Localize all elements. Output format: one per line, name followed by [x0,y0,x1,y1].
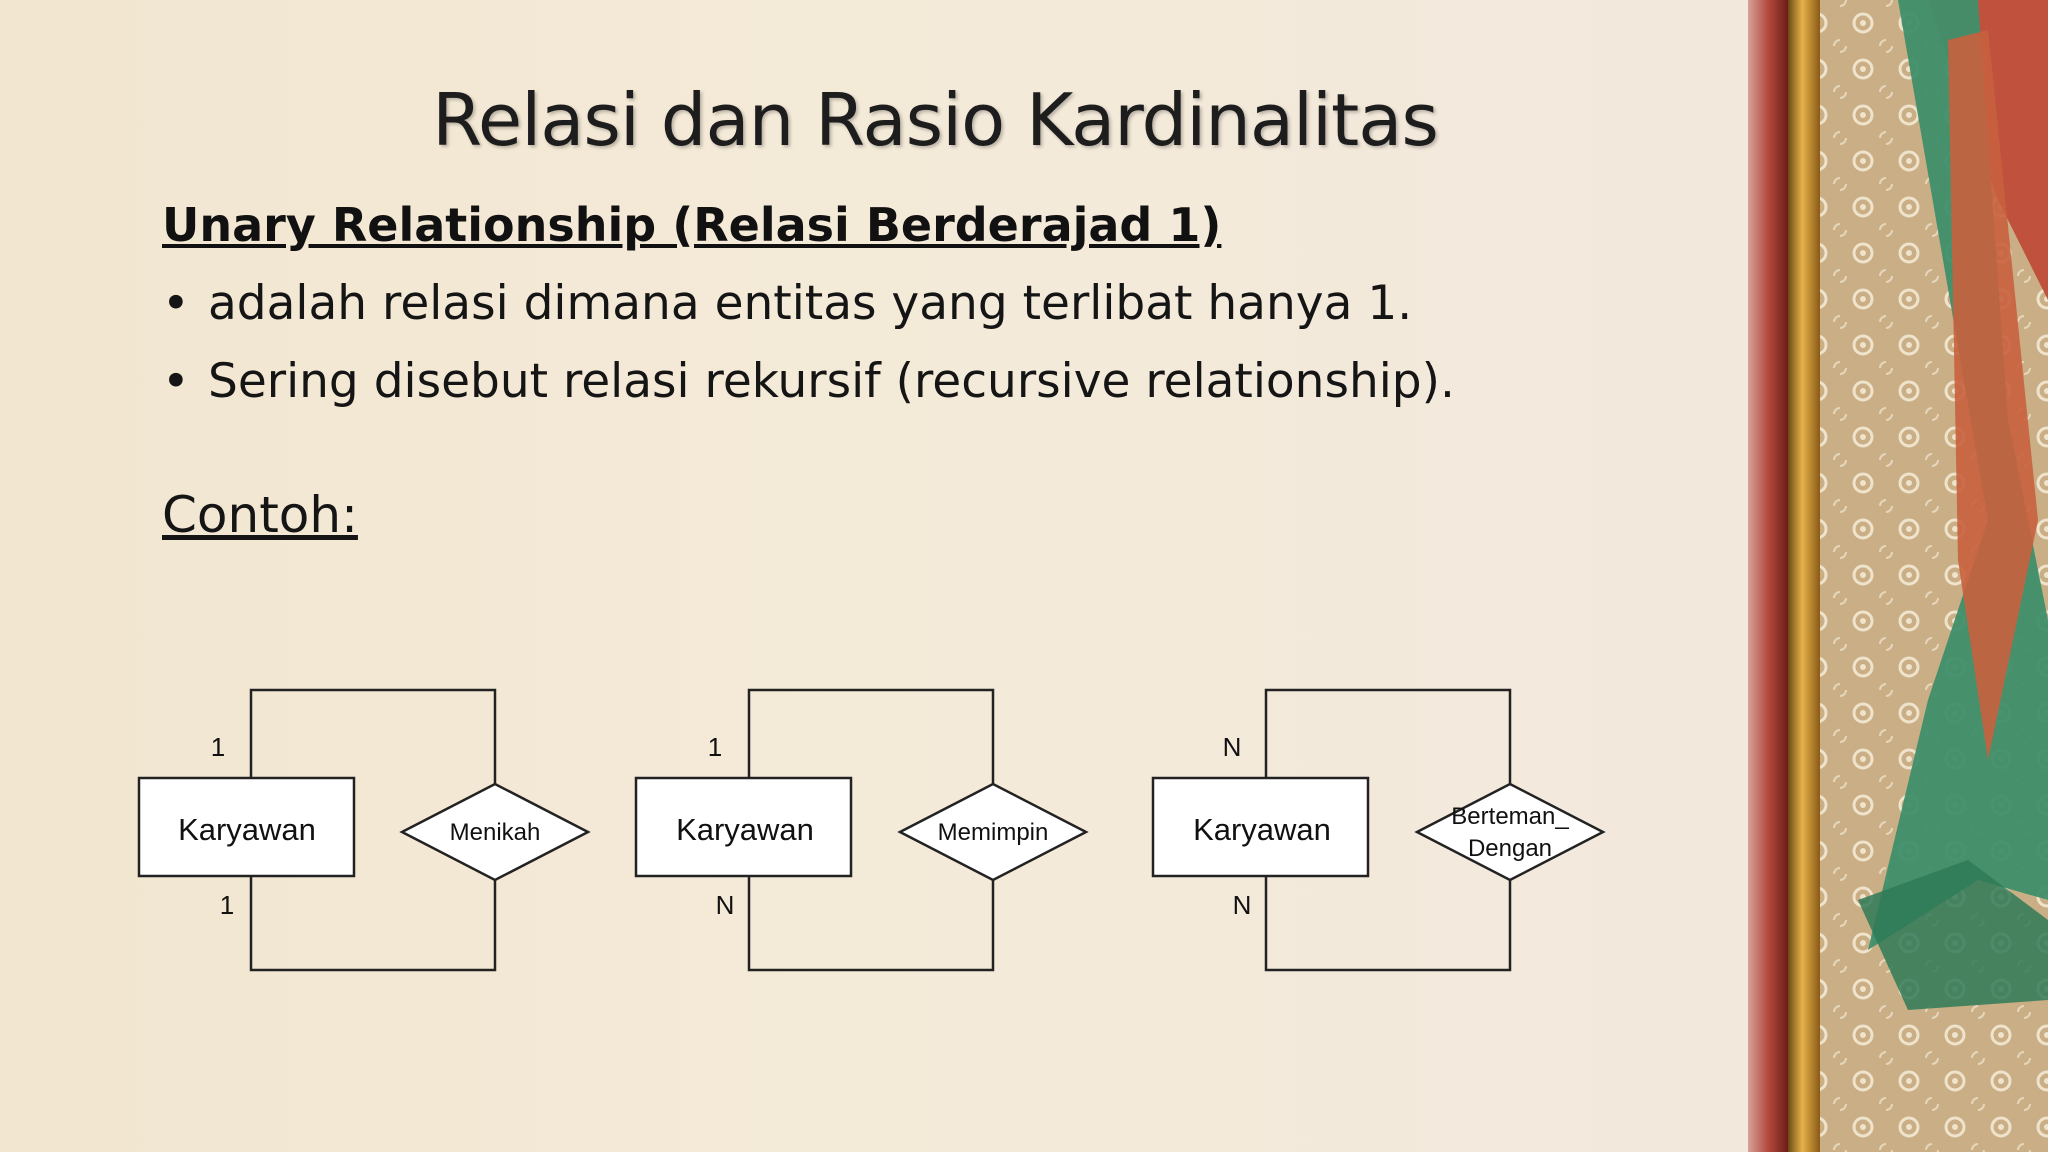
entity-box [1151,776,1370,878]
relationship-label: Menikah [450,819,541,846]
cardinality-bottom: N [1233,890,1252,920]
bullet-icon: • [162,276,190,331]
entity-label: Karyawan [676,812,814,847]
connector-line [747,688,995,784]
connector-line [747,876,995,972]
relationship-label-line: Dengan [1468,835,1552,862]
entity-label: Karyawan [178,812,316,847]
cardinality-bottom: 1 [220,890,234,920]
entity-box [634,776,853,878]
slide-title: Relasi dan Rasio Kardinalitas [432,78,1439,162]
connector-line [1264,688,1512,784]
decorative-border [1748,0,2048,1152]
cardinality-bottom: N [716,890,735,920]
bullet-item: • Sering disebut relasi rekursif (recursi… [162,354,1455,432]
relationship-diamond [399,782,591,882]
entity-label: Karyawan [1193,812,1331,847]
connector-line [249,876,497,972]
cardinality-top: N [1223,732,1242,762]
er-diagrams: Karyawan Menikah 1 1 Karyawan Memimpin 1… [137,688,1606,972]
relationship-diamond [897,782,1089,882]
section-heading: Unary Relationship (Relasi Berderajad 1) [162,198,1222,252]
entity-box [137,776,356,878]
bullet-item: • adalah relasi dimana entitas yang terli… [162,276,1455,354]
bullet-icon: • [162,354,190,409]
relationship-diamond [1414,782,1606,882]
relationship-label-line: Berteman_ [1451,803,1569,830]
bullet-text: Sering disebut relasi rekursif (recursiv… [208,354,1455,409]
example-label: Contoh: [162,486,358,544]
bullet-list: • adalah relasi dimana entitas yang terli… [162,276,1455,432]
relationship-label: Memimpin [938,819,1049,846]
bullet-text: adalah relasi dimana entitas yang terlib… [208,276,1413,331]
cardinality-top: 1 [211,732,225,762]
er-diagram-1 [137,688,591,972]
connector-line [249,688,497,784]
er-diagram-3 [1151,688,1606,972]
connector-line [1264,876,1512,972]
er-diagram-2 [634,688,1089,972]
cardinality-top: 1 [708,732,722,762]
